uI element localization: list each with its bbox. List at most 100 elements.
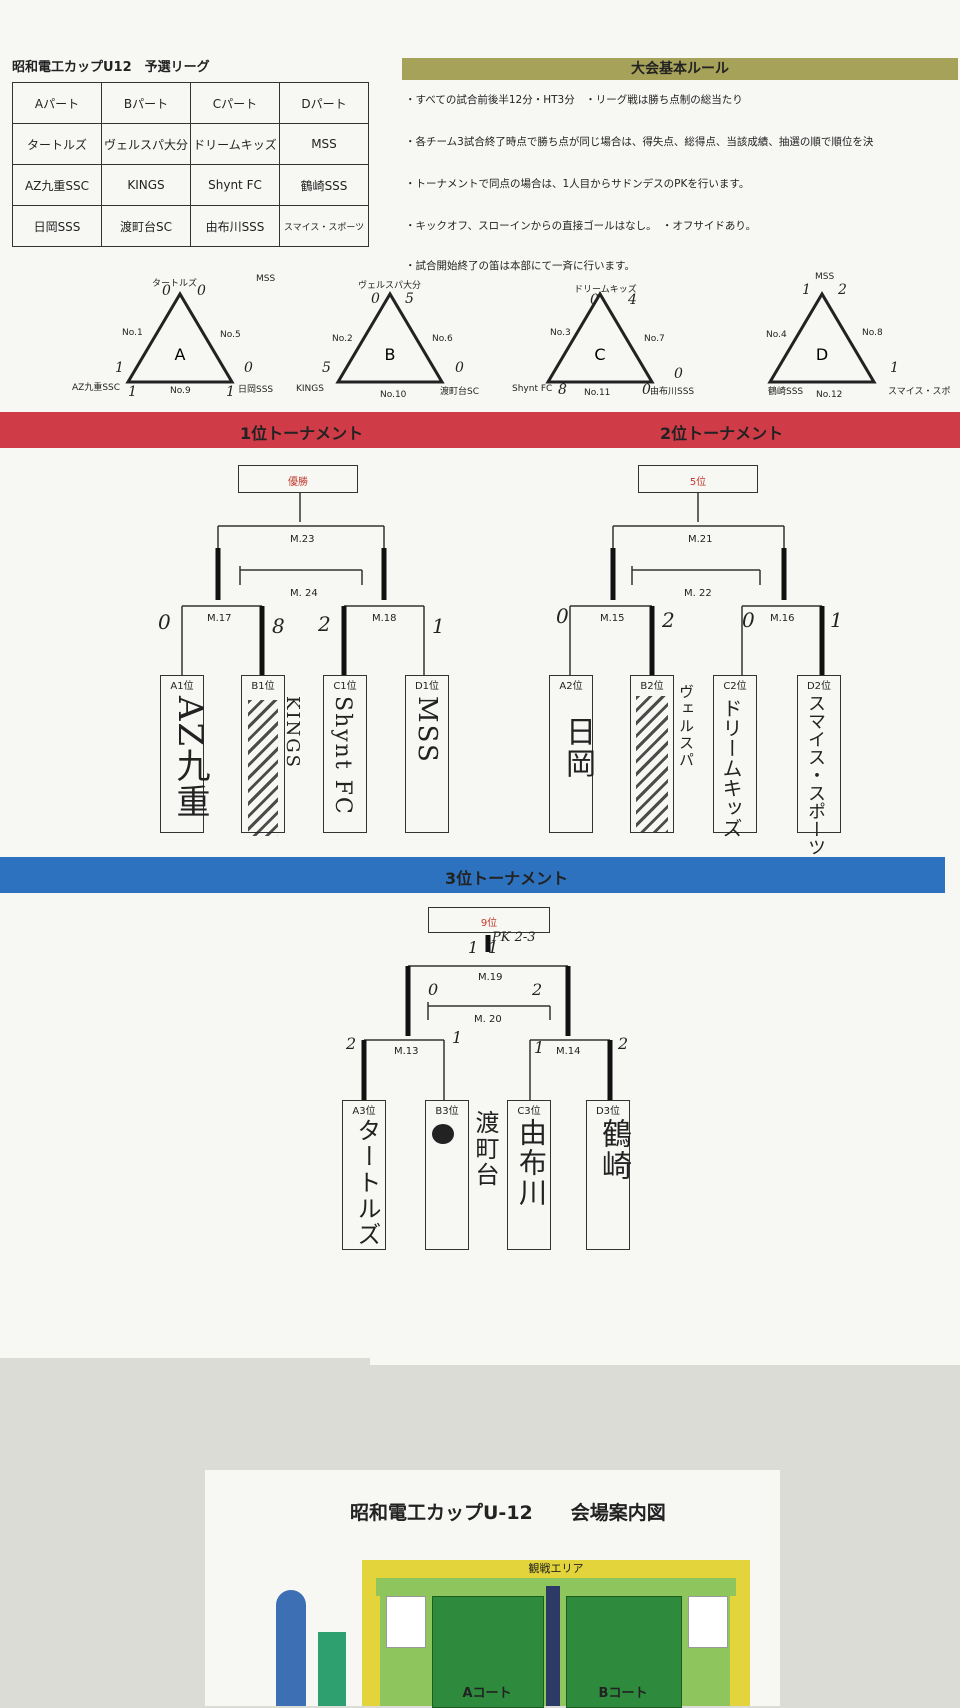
league-score: 0 [674,366,683,382]
table-cell: Shynt FC [190,164,280,206]
league-match-label: No.7 [644,334,665,344]
up-space-right [688,1596,728,1648]
rule-item: ・試合開始終了の笛は本部にて一斉に行います。 [405,260,635,272]
league-score: 0 [371,291,380,307]
league-right-team: スマイス・スポ [888,387,951,397]
parking-oval [276,1590,306,1706]
league-match-label: No.5 [220,330,241,340]
team-name-handwritten: AZ九重 [170,696,210,821]
match-score: 0 [428,980,439,999]
match-score: 0 [742,608,755,632]
league-score: 5 [405,291,414,307]
match-score: 2 [346,1034,357,1053]
team-slot [713,675,757,833]
league-extra-label: MSS [256,274,276,284]
slot-label: D1位 [414,681,440,692]
table-cell: 日岡SSS [12,205,102,247]
match-score: 2 [532,980,543,999]
team-slot [586,1100,630,1250]
slot-label: A1位 [170,681,194,692]
triangle-group-b [335,291,445,384]
group-letter: D [816,345,828,364]
tournament2-final-box [638,465,758,493]
team-slot [549,675,593,833]
team-name-handwritten: 鶴崎 [596,1118,631,1182]
league-score: 1 [802,282,811,298]
match-score: 0 [556,604,569,628]
rule-item: ・トーナメントで同点の場合は、1人目からサドンデスのPKを行います。 [405,178,750,190]
tournament1-title: 1位トーナメント [240,424,364,443]
table-cell: タートルズ [12,123,102,165]
court-b [566,1596,682,1708]
tournament2-final-label: 5位 [689,477,707,488]
table-header: Cパート [190,82,280,124]
tournament1-final-label: 優勝 [288,477,308,488]
match-label: M. 20 [474,1014,502,1025]
team-name-handwritten: ヴェルスパ [677,684,695,769]
league-top-team: タートルズ [152,279,198,289]
pk-note: PK 2-3 [492,930,536,945]
match-label: M.21 [688,534,713,545]
team-name-handwritten: KINGS [282,696,303,770]
slot-label: B2位 [640,681,664,692]
tournament-banner-blue [0,857,945,893]
league-left-team: 鶴崎SSS [768,387,804,397]
slot-label: C1位 [333,681,357,692]
match-score: 0 [158,610,171,634]
team-slot [160,675,204,833]
team-name-handwritten: タートルズ [353,1118,381,1248]
up-space-left [386,1596,426,1648]
team-name-handwritten: Shynt FC [330,696,355,816]
league-match-label: No.12 [816,390,843,400]
table-cell: 渡町台SC [101,205,191,247]
slot-label: C3位 [517,1106,541,1117]
tournament-banner-red [0,412,960,448]
team-name-handwritten: MSS [412,696,442,764]
group-letter: B [385,345,396,364]
slot-label: C2位 [723,681,747,692]
match-label: M.16 [770,613,795,624]
triangle-group-a [125,291,235,384]
tournament1-final-box [238,465,358,493]
league-score: 1 [128,384,137,400]
slot-label: B1位 [251,681,275,692]
team-name-handwritten: スマイス・スポーツ [805,694,826,856]
slot-label: D3位 [595,1106,621,1117]
league-right-team: 渡町台SC [440,387,479,397]
league-match-label: No.1 [122,328,143,338]
team-slot [507,1100,551,1250]
league-left-team: KINGS [296,384,324,394]
venue-title: 昭和電工カップU-12 会場案内図 [350,1502,666,1524]
match-label: M. 22 [684,588,712,599]
league-top-team: MSS [815,272,835,282]
tournament3-title: 3位トーナメント [445,869,569,888]
bracket-lines [181,492,825,1100]
league-score: 4 [628,292,637,308]
match-score: 1 [452,1028,463,1047]
match-label: M.14 [556,1046,581,1057]
match-score: 1 [468,938,479,957]
league-score: 0 [590,292,599,308]
tournament3-final-label: 9位 [480,918,498,929]
court-b-label: Bコート [598,1686,648,1701]
league-match-label: No.2 [332,334,353,344]
groups-table: Aパート Bパート Cパート Dパート タートルズ ヴェルスパ大分 ドリームキッ… [12,82,369,247]
tournament3-final-box [428,907,550,933]
table-row: 日岡SSS 渡町台SC 由布川SSS スマイス・スポーツ [12,205,369,247]
table-header: Dパート [279,82,369,124]
league-match-label: No.10 [380,390,407,400]
league-match-label: No.6 [432,334,453,344]
table-cell: 鶴崎SSS [279,164,369,206]
team-slot [342,1100,386,1250]
league-match-label: No.8 [862,328,883,338]
league-right-team: 日岡SSS [238,385,274,395]
court-a [432,1596,544,1708]
league-score: 8 [558,382,567,398]
rules-title: 大会基本ルール [402,58,958,80]
match-label: M.23 [290,534,315,545]
team-name-handwritten: 由布川 [515,1118,548,1208]
league-score: 5 [322,360,331,376]
slot-label: D2位 [806,681,832,692]
league-score: 1 [226,384,235,400]
scribble-mark [636,696,668,832]
